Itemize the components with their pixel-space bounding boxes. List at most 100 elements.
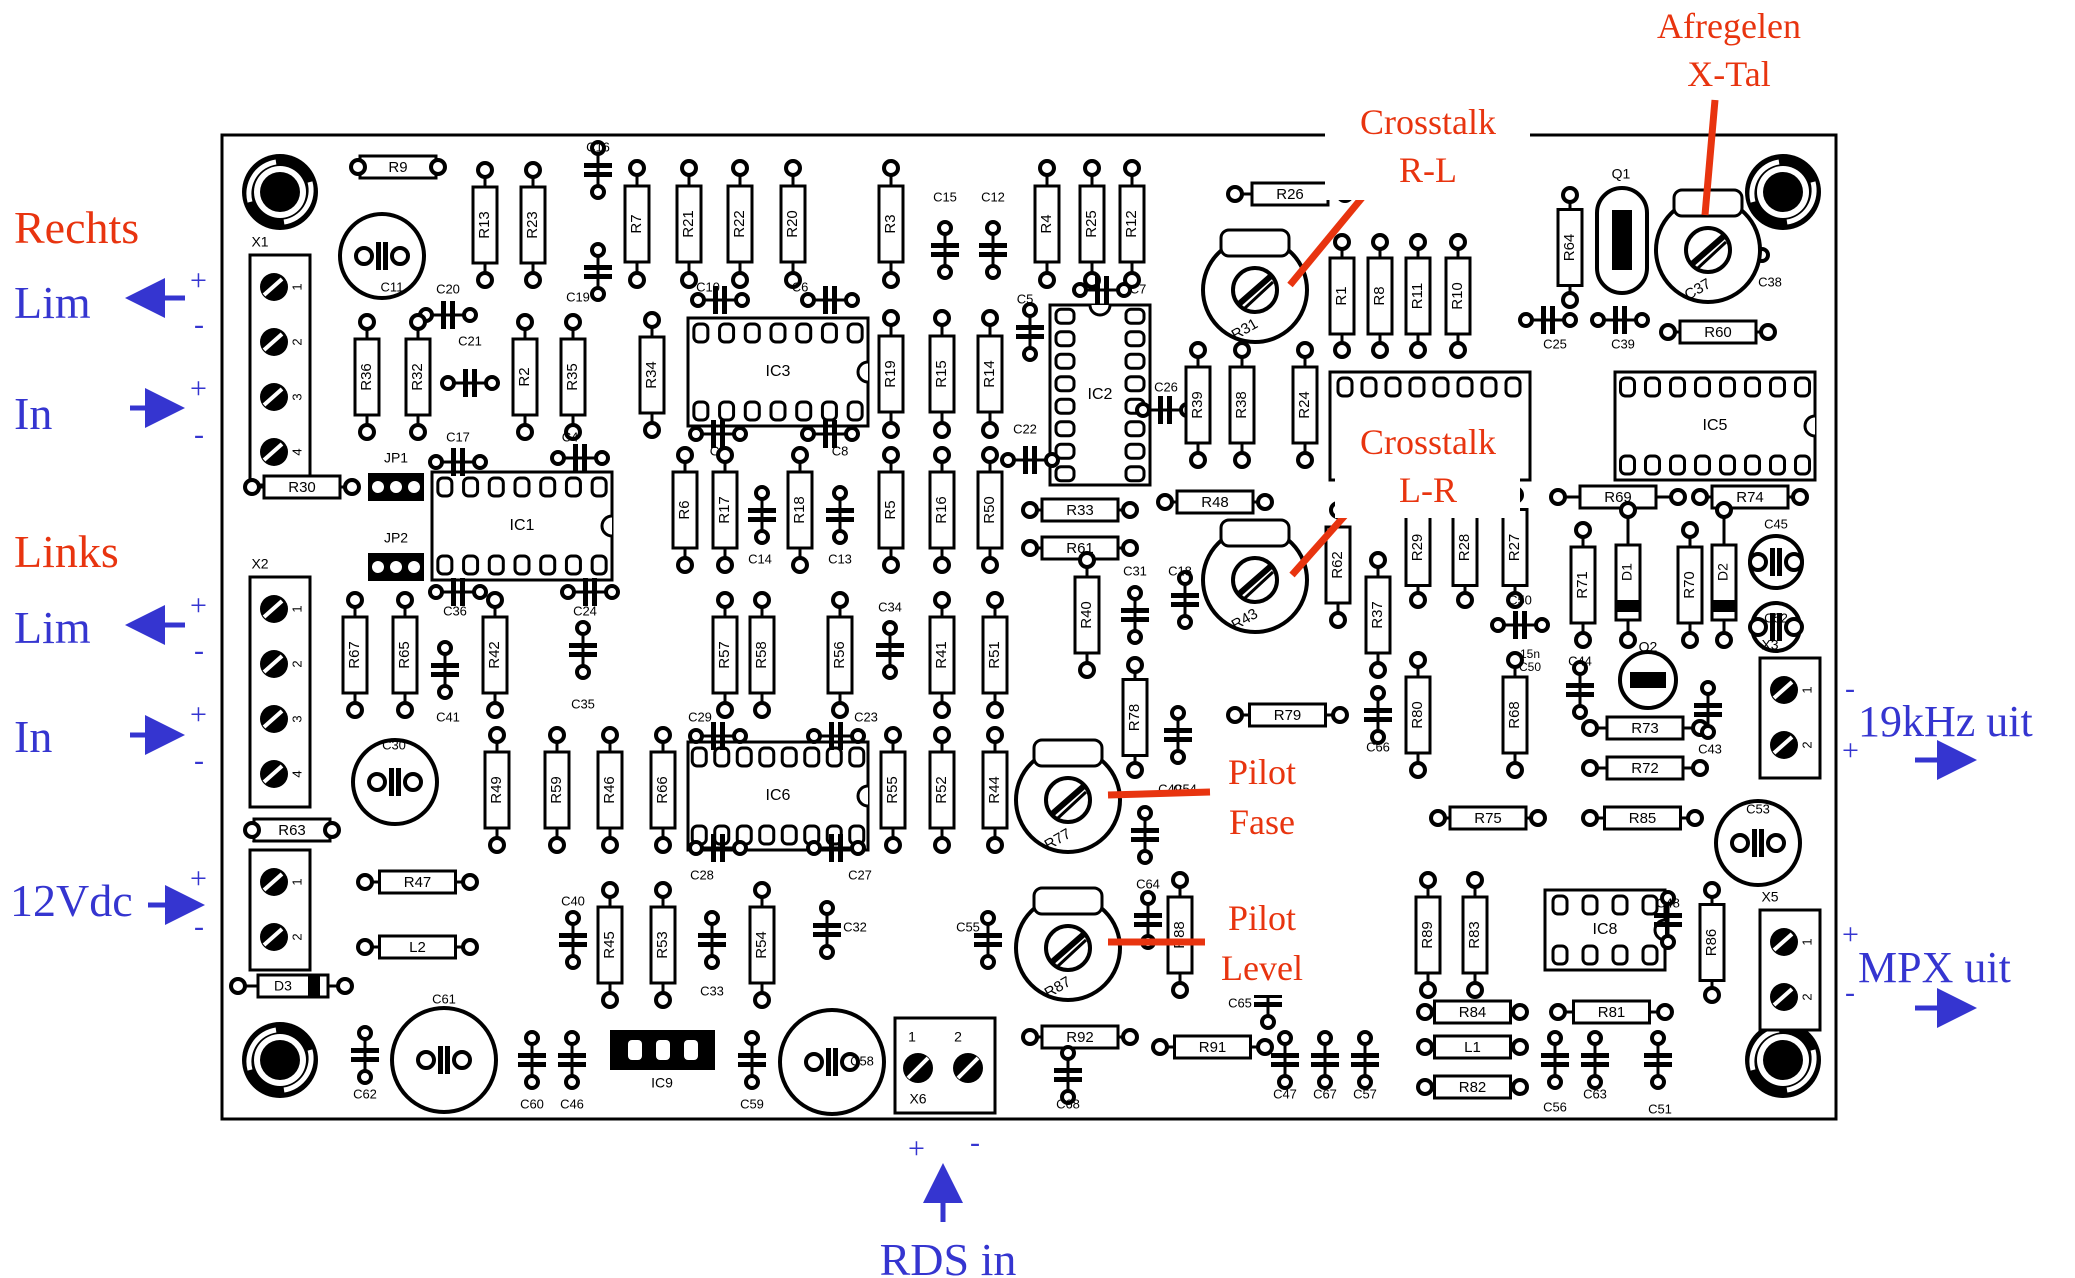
solder-pad [1171,981,1189,999]
ic-label: IC1 [510,517,535,534]
resistor-r7: R7 [623,159,651,289]
capacitor-label: C21 [458,333,482,348]
resistor-r68: R68 [1501,651,1529,779]
solder-pad [575,620,591,636]
solder-pad [1650,1074,1666,1090]
solder-pad [937,264,953,280]
pin-number: 1 [1799,686,1814,693]
solder-pad [1587,1030,1603,1046]
solder-pad [1171,871,1189,889]
solder-pad [1226,185,1244,203]
solder-pad [1409,761,1427,779]
solder-pad [1549,1003,1567,1021]
label-mpx-uit: MPX uit [1858,943,2011,992]
solder-pad [346,701,364,719]
solder-pad [1126,656,1144,674]
solder-pad [1370,685,1386,701]
solder-pad [1759,323,1777,341]
resistor-r47: R47 [356,869,479,895]
label-afregelen-line2: X-Tal [1687,54,1770,94]
solder-pad [1226,706,1244,724]
solder-pad [1456,591,1474,609]
resistor-r49: R49 [483,726,511,854]
pin-number: 3 [289,393,304,400]
ic-ic5: IC5 [1613,370,1817,482]
solder-pad [1256,1038,1274,1056]
capacitor-label: C57 [1353,1086,1377,1101]
solder-pad [1581,759,1599,777]
solder-pad [1021,501,1039,519]
capacitor-c32: C32 [813,900,867,960]
ic-label: IC6 [766,787,791,804]
capacitor-c35: C35 [569,620,597,711]
resistor-label: R57 [716,641,733,669]
solder-pad [754,485,770,501]
solder-pad [343,478,361,496]
solder-pad [1189,341,1207,359]
solder-pad [1791,488,1809,506]
solder-pad [1121,539,1139,557]
solder-pad [981,309,999,327]
resistor-r36: R36 [353,313,381,441]
resistor-label: R65 [396,641,413,669]
solder-pad [590,242,606,258]
solder-pad [564,313,582,331]
resistor-label: R72 [1631,760,1659,777]
resistor-label: R20 [784,210,801,238]
resistor-r65: R65 [391,591,419,719]
solder-pad [791,556,809,574]
solder-pad [986,726,1004,744]
label-in-right: In [14,388,52,439]
capacitor-label: C35 [571,696,595,711]
solder-pad [1233,341,1251,359]
resistor-label: R37 [1369,601,1386,629]
solder-pad [1506,651,1524,669]
polarity-plus: + [1842,734,1859,767]
ic-ic6: IC6 [686,740,870,852]
resistor-r33: R33 [1021,497,1139,523]
solder-pad [396,591,414,609]
label-crosstalk-lr-line1: Crosstalk [1360,422,1496,462]
solder-pad [884,726,902,744]
mounting-hole [1745,1022,1821,1098]
capacitor-label: C55 [956,919,980,934]
resistor-label: R82 [1459,1079,1487,1096]
solder-pad [981,446,999,464]
label-pilot-level-line1: Pilot [1228,898,1296,938]
resistor-r41: R41 [928,591,956,719]
resistor-r34: R34 [638,311,666,439]
solder-pad [1547,1074,1563,1090]
solder-pad [486,701,504,719]
solder-pad [590,286,606,302]
trimmer-r77: R77 [1014,738,1122,854]
ic-ic3: IC3 [686,316,870,428]
solder-pad [1333,233,1351,251]
capacitor-label: C31 [1123,563,1147,578]
resistor-label: R11 [1409,283,1426,309]
capacitor-label: C36 [443,603,467,618]
solder-pad [1177,570,1193,586]
resistor-r14: R14 [976,309,1004,439]
solder-pad [800,426,816,442]
capacitor-label: C33 [700,983,724,998]
capacitor-label: C16 [586,139,610,154]
capacitor-label: C34 [878,599,902,614]
solder-pad [1331,706,1349,724]
resistor-label: R85 [1629,810,1657,827]
solder-pad [1581,809,1599,827]
resistor-label: R79 [1274,707,1302,724]
capacitor-label: C26 [1154,379,1178,394]
capacitor-c23: C23 [806,709,878,750]
resistor-label: R41 [933,641,950,669]
resistor-label: R17 [716,496,733,524]
solder-pad [1416,1038,1434,1056]
capacitor-c33: C33 [698,910,726,998]
resistor-r37: R37 [1364,551,1392,679]
diode-d3: D3 [229,973,354,999]
solder-pad [986,836,1004,854]
label-19khz-uit: 19kHz uit [1858,697,2033,746]
solder-pad [428,584,444,600]
polarity-minus: - [194,744,204,777]
capacitor-label: C14 [748,551,772,566]
pin-number: 1 [1799,938,1814,945]
